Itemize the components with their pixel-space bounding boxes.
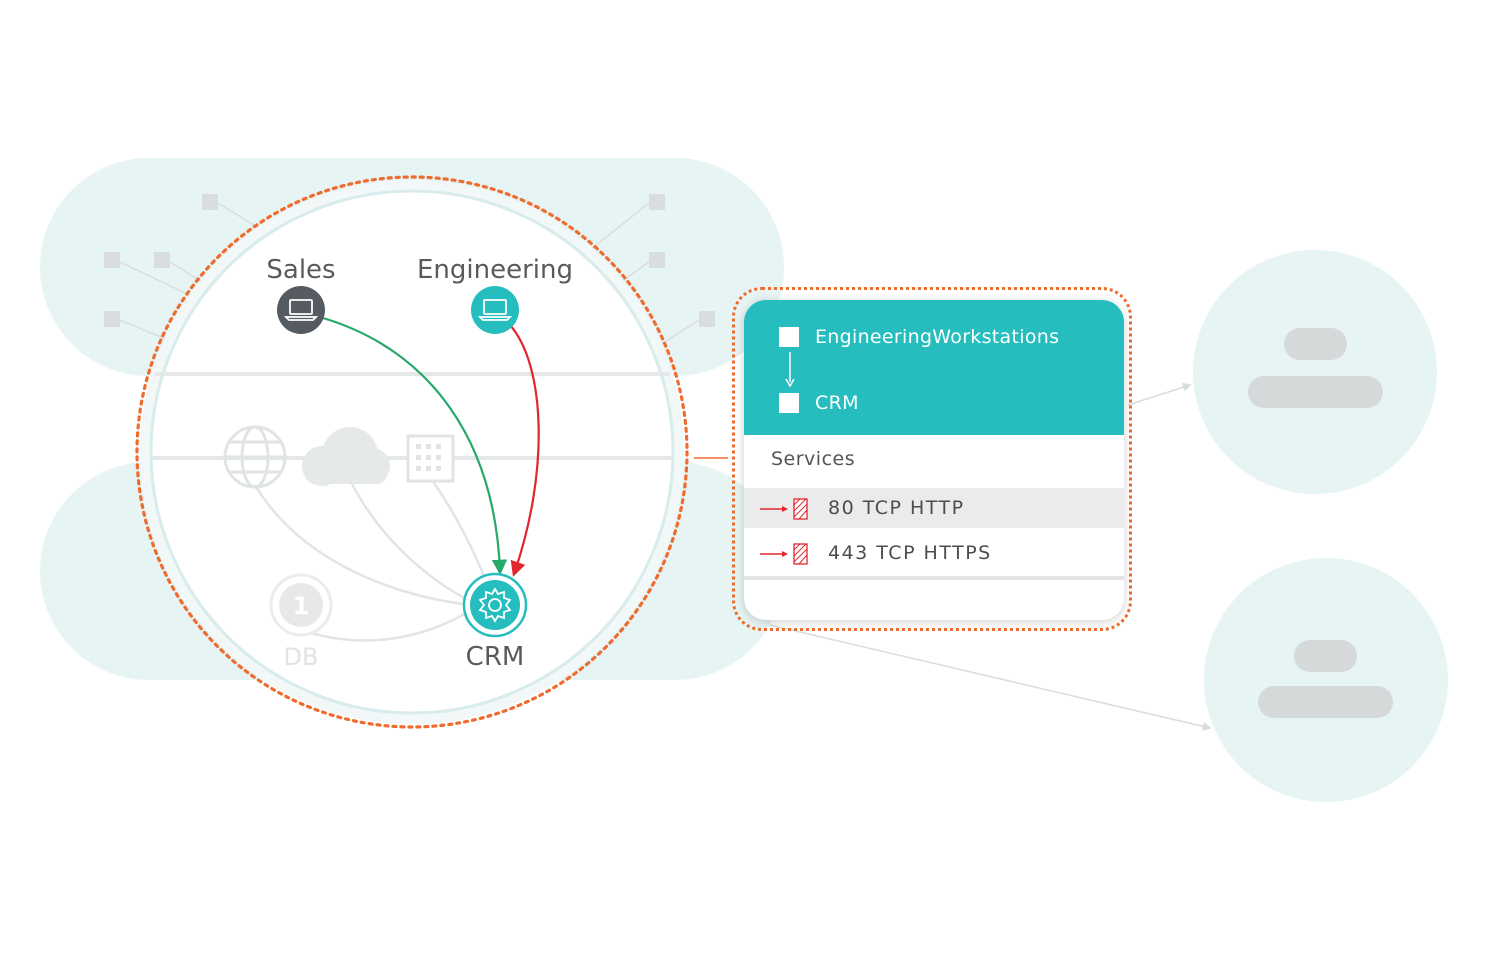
background-workloads-right (649, 194, 715, 327)
policy-card[interactable]: EngineeringWorkstations CRM Services (744, 300, 1124, 620)
policy-card-header: EngineeringWorkstations CRM (744, 300, 1124, 435)
gear-icon (478, 587, 512, 623)
services-title: Services (771, 448, 856, 470)
sales-node[interactable]: Sales (266, 255, 336, 334)
service-row[interactable]: 80 TCP HTTP (744, 488, 1124, 528)
policy-source-row: EngineeringWorkstations (779, 325, 1059, 349)
engineering-node[interactable]: Engineering (417, 255, 573, 334)
laptop-icon (283, 299, 319, 321)
destination-square-icon (779, 393, 799, 413)
service-label: 443 TCP HTTPS (828, 542, 992, 564)
crm-label: CRM (466, 642, 525, 672)
arrow-down-icon (785, 352, 795, 388)
service-row[interactable]: 443 TCP HTTPS (744, 533, 1124, 573)
db-label: DB (284, 643, 319, 671)
blocked-service-icon (760, 498, 808, 520)
target-group-bottom (1204, 558, 1448, 802)
blocked-service-icon (760, 543, 808, 565)
sales-label: Sales (266, 255, 335, 285)
flow-sales-to-crm (322, 316, 508, 576)
crm-node[interactable]: CRM (462, 572, 528, 672)
globe-icon (223, 425, 287, 489)
target-group-top (1193, 250, 1437, 494)
laptop-icon (477, 299, 513, 321)
policy-destination-row: CRM (779, 391, 859, 415)
flow-engineering-to-crm (509, 324, 540, 577)
connector-to-top-target (1127, 382, 1192, 406)
connector-to-bottom-target (769, 624, 1212, 731)
highlight-ring (135, 175, 689, 729)
faded-connections (253, 479, 487, 642)
policy-card-highlight (732, 287, 1132, 631)
building-icon (406, 434, 455, 483)
policy-source: EngineeringWorkstations (815, 326, 1060, 348)
db-badge: 1 (293, 592, 310, 620)
service-label: 80 TCP HTTP (828, 497, 965, 519)
cloud-icon (302, 427, 390, 486)
policy-destination: CRM (815, 392, 859, 414)
db-node: 1 DB (269, 573, 333, 671)
source-square-icon (779, 327, 799, 347)
background-workloads-left (104, 194, 218, 327)
engineering-label: Engineering (417, 255, 573, 285)
card-divider (744, 576, 1124, 580)
